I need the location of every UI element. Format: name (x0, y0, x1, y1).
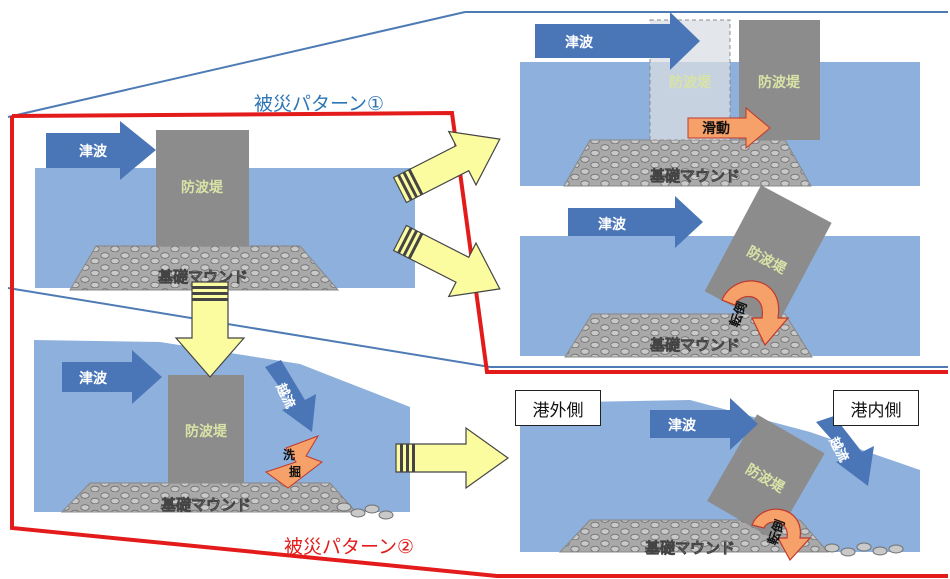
mound-label: 基礎マウンド (649, 167, 740, 185)
mound-shape (69, 245, 340, 291)
panel-initial: 津波 防波堤 基礎マウンド (35, 121, 415, 291)
tsunami-label: 津波 (79, 143, 108, 160)
breakwater-ghost-label: 防波堤 (669, 74, 712, 91)
scour-label-1: 洗 (283, 447, 295, 462)
mound-label: 基礎マウンド (160, 496, 251, 514)
tsunami-label: 津波 (565, 34, 594, 51)
scattered-rubble (336, 502, 394, 520)
tilted-breakwater: 防波堤 (707, 414, 825, 540)
inner-side-text: 港内側 (850, 400, 902, 421)
tsunami-label: 津波 (598, 216, 627, 233)
water-area (520, 400, 920, 552)
tsunami-label: 津波 (668, 417, 697, 434)
inner-side-label: 港内側 (833, 390, 919, 426)
overflow-arrow (265, 360, 316, 432)
breakwater-block (168, 375, 244, 483)
tsunami-arrow (568, 196, 703, 248)
mound-label: 基礎マウンド (644, 539, 735, 557)
arrow-to-overturning (392, 224, 501, 298)
outer-side-text: 港外側 (532, 400, 584, 421)
scour-burst (264, 435, 324, 489)
arrow-to-harbor-result (395, 426, 510, 490)
tsunami-arrow (535, 12, 700, 70)
scour-label-2: 掘 (289, 464, 301, 479)
yellow-arrows (174, 130, 510, 490)
breakwater-block (156, 130, 249, 246)
panel-overturning: 防波堤 津波 転倒 基礎マウンド (520, 185, 920, 358)
mound-shape (60, 482, 358, 513)
red-outline (10, 110, 948, 578)
pattern2-title: 被災パターン② (284, 536, 414, 558)
tsunami-arrow (46, 121, 156, 180)
tsunami-arrow (650, 398, 758, 450)
outer-side-label: 港外側 (515, 390, 601, 426)
breakwater-label: 防波堤 (185, 423, 228, 440)
blue-connector-lines (7, 11, 948, 368)
breakwater-label: 防波堤 (758, 74, 801, 91)
overturning-arrow (721, 280, 790, 347)
arrow-to-sliding (392, 130, 501, 204)
scattered-rubble (824, 542, 904, 557)
panel-sliding: 津波 防波堤 防波堤 滑動 基礎マウンド (520, 12, 920, 187)
breakwater-block (707, 414, 825, 540)
tsunami-label: 津波 (79, 370, 108, 387)
sliding-arrow (687, 106, 771, 150)
overflow-arrow (816, 416, 874, 486)
panel-harbor-result: 防波堤 津波 越流 転倒 基礎マウンド (520, 398, 920, 562)
mound-label: 基礎マウンド (649, 336, 740, 354)
panel-overflow: 津波 防波堤 越流 洗 掘 基礎マウンド (34, 340, 410, 520)
breakwater-label: 防波堤 (181, 179, 224, 196)
tsunami-arrow (62, 350, 162, 404)
overturning-arrow (751, 508, 812, 562)
pattern1-title: 被災パターン① (254, 93, 384, 115)
mound-shape (564, 313, 813, 358)
sliding-label: 滑動 (702, 120, 730, 137)
arrow-to-overflow (174, 281, 246, 378)
